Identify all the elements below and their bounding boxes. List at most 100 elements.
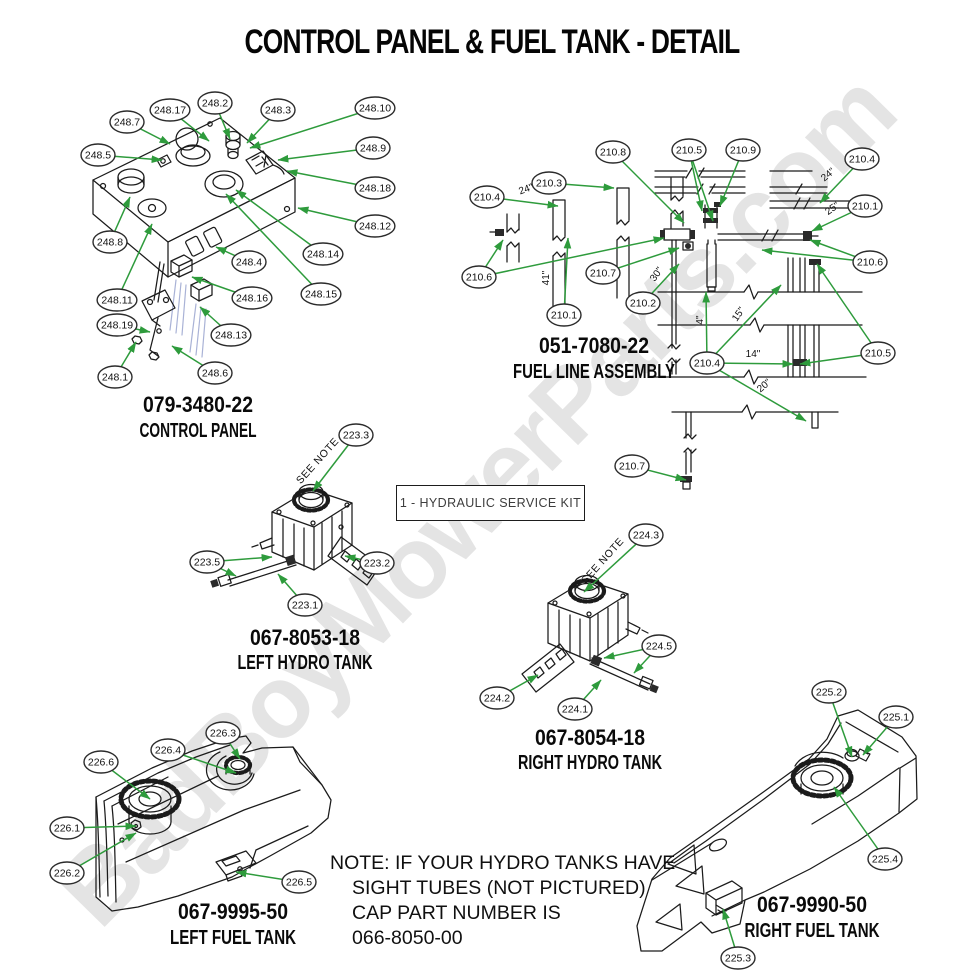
callout-248.12 [354,214,396,238]
leader-arrow [702,291,710,364]
leader-arrow [688,149,714,222]
right-hydro-tank-part-number: 067-8054-18 [535,725,645,750]
callout-223.3 [338,423,374,447]
callout-label: 210.6 [857,257,883,269]
callout-label: 248.16 [236,293,268,305]
left-fuel-tank-drawing [95,735,332,912]
right-hydro-tank-part-name: RIGHT HYDRO TANK [518,752,662,774]
left-fuel-tank-part-name: LEFT FUEL TANK [170,927,296,949]
dimension-label: 24" [517,182,535,198]
callout-225.2 [811,680,847,704]
callout-label: 210.3 [536,178,562,190]
callout-label: 210.5 [865,348,891,360]
callout-225.4 [867,847,903,871]
leader-arrow [235,189,324,255]
callout-226.3 [205,721,241,745]
callout-248.9 [355,136,391,160]
callout-226.5 [281,870,317,894]
callout-248.15 [300,282,342,306]
callout-225.1 [878,705,914,729]
callout-label: 210.9 [730,145,756,157]
callout-226.1 [49,816,85,840]
callout-label: 224.5 [646,641,672,653]
callout-210.4 [844,147,880,171]
note-block: NOTE: IF YOUR HYDRO TANKS HAVE SIGHT TUB… [330,851,675,951]
callout-label: 226.5 [286,877,312,889]
callout-label: 224.3 [633,530,659,542]
callout-label: 248.11 [101,295,132,307]
right-fuel-tank-part-number: 067-9990-50 [757,892,867,917]
callout-label: 223.1 [292,600,318,612]
callout-label: 248.2 [202,98,228,110]
callout-label: 210.6 [466,272,492,284]
callout-label: 223.5 [194,557,220,569]
callout-label: 210.8 [600,147,626,159]
callout-label: 225.4 [872,854,898,866]
callout-label: 223.3 [343,430,369,442]
control-panel-part-name: CONTROL PANEL [140,420,257,442]
callout-248.10 [354,96,396,120]
callout-210.2 [625,291,661,315]
callout-210.9 [725,138,761,162]
right-fuel-tank-part-name: RIGHT FUEL TANK [745,920,880,942]
left-hydro-tank-drawing [210,483,381,588]
callout-248.14 [302,242,344,266]
callout-label: 210.4 [694,358,720,370]
callout-248.4 [231,250,267,274]
callout-210.3 [531,171,567,195]
leader-arrow [761,247,871,263]
callout-248.6 [197,361,233,385]
note-line: NOTE: IF YOUR HYDRO TANKS HAVE [330,852,676,874]
left-fuel-tank-part-number: 067-9995-50 [178,899,288,924]
fuel-line-assembly-part-number: 051-7080-22 [539,333,649,358]
callout-224.5 [641,634,677,658]
callout-label: 224.1 [562,704,588,716]
callout-225.3 [720,946,756,970]
dimension-label: 4" [695,315,706,325]
callout-210.5 [671,138,707,162]
callout-248.18 [354,176,396,200]
dimension-label: 41" [541,270,552,285]
callout-248.16 [231,286,273,310]
callout-248.17 [149,98,191,122]
see-note-label: SEE NOTE [294,435,342,486]
leader-arrow [816,263,879,354]
callout-210.1 [546,303,582,327]
leader-arrow [612,151,685,224]
leader-arrow [116,223,153,301]
callout-210.4 [469,185,505,209]
callout-223.5 [189,550,225,574]
callout-248.8 [92,230,128,254]
callout-248.7 [109,110,145,134]
callout-label: 210.7 [590,268,616,280]
page-title: CONTROL PANEL & FUEL TANK - DETAIL [245,23,740,61]
callout-210.8 [595,140,631,164]
dimension-label: 14" [746,349,761,360]
right-hydro-tank-drawing [521,574,659,694]
callout-label: 248.1 [102,372,128,384]
leader-arrow [478,236,665,278]
left-hydro-tank-part-number: 067-8053-18 [250,625,360,650]
callout-248.3 [260,98,296,122]
callout-label: 248.3 [265,105,291,117]
callout-label: 225.3 [725,953,751,965]
callout-label: 248.17 [154,105,186,117]
callout-label: 248.19 [101,320,133,332]
note-line: SIGHT TUBES (NOT PICTURED) [352,877,646,899]
callout-label: 248.15 [305,289,337,301]
callout-224.1 [557,697,593,721]
callout-226.6 [83,750,119,774]
dimension-label: 25" [823,200,842,218]
callout-210.1 [847,194,883,218]
callout-226.2 [49,861,85,885]
leader-arrow [706,284,782,364]
callout-label: 248.12 [359,221,391,233]
callout-label: 248.4 [236,257,262,269]
callout-248.11 [96,288,138,312]
callout-label: 248.10 [359,103,391,115]
callout-label: 248.5 [85,150,111,162]
callout-label: 224.2 [484,693,510,705]
